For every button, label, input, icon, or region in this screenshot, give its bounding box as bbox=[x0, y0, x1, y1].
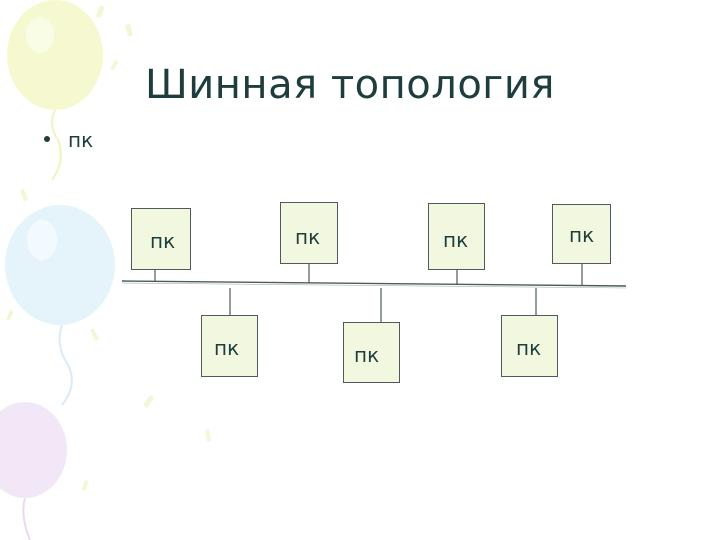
pc-node-bottom-3: пк bbox=[501, 315, 558, 377]
pc-node-top-4: пк bbox=[552, 204, 611, 264]
pc-label: пк bbox=[443, 228, 469, 252]
pc-label: пк bbox=[354, 343, 380, 367]
pc-label: пк bbox=[150, 229, 176, 253]
bullet-text: пк bbox=[68, 128, 94, 152]
pc-label: пк bbox=[295, 225, 321, 249]
yellow-balloon bbox=[7, 0, 103, 181]
purple-balloon bbox=[0, 402, 67, 540]
pc-label: пк bbox=[516, 336, 542, 360]
blue-balloon bbox=[5, 205, 115, 406]
confetti bbox=[5, 5, 212, 491]
pc-label: пк bbox=[214, 336, 240, 360]
pc-node-bottom-1: пк bbox=[201, 315, 258, 377]
pc-label: пк bbox=[569, 223, 595, 247]
pc-node-bottom-2: пк bbox=[343, 322, 400, 383]
slide-title: Шинная топология bbox=[145, 62, 555, 108]
bullet-item: пк bbox=[44, 128, 93, 152]
pc-node-top-2: пк bbox=[280, 202, 338, 264]
pc-node-top-3: пк bbox=[428, 203, 485, 270]
pc-node-top-1: пк bbox=[131, 208, 191, 270]
bullet-dot-icon bbox=[44, 135, 50, 142]
